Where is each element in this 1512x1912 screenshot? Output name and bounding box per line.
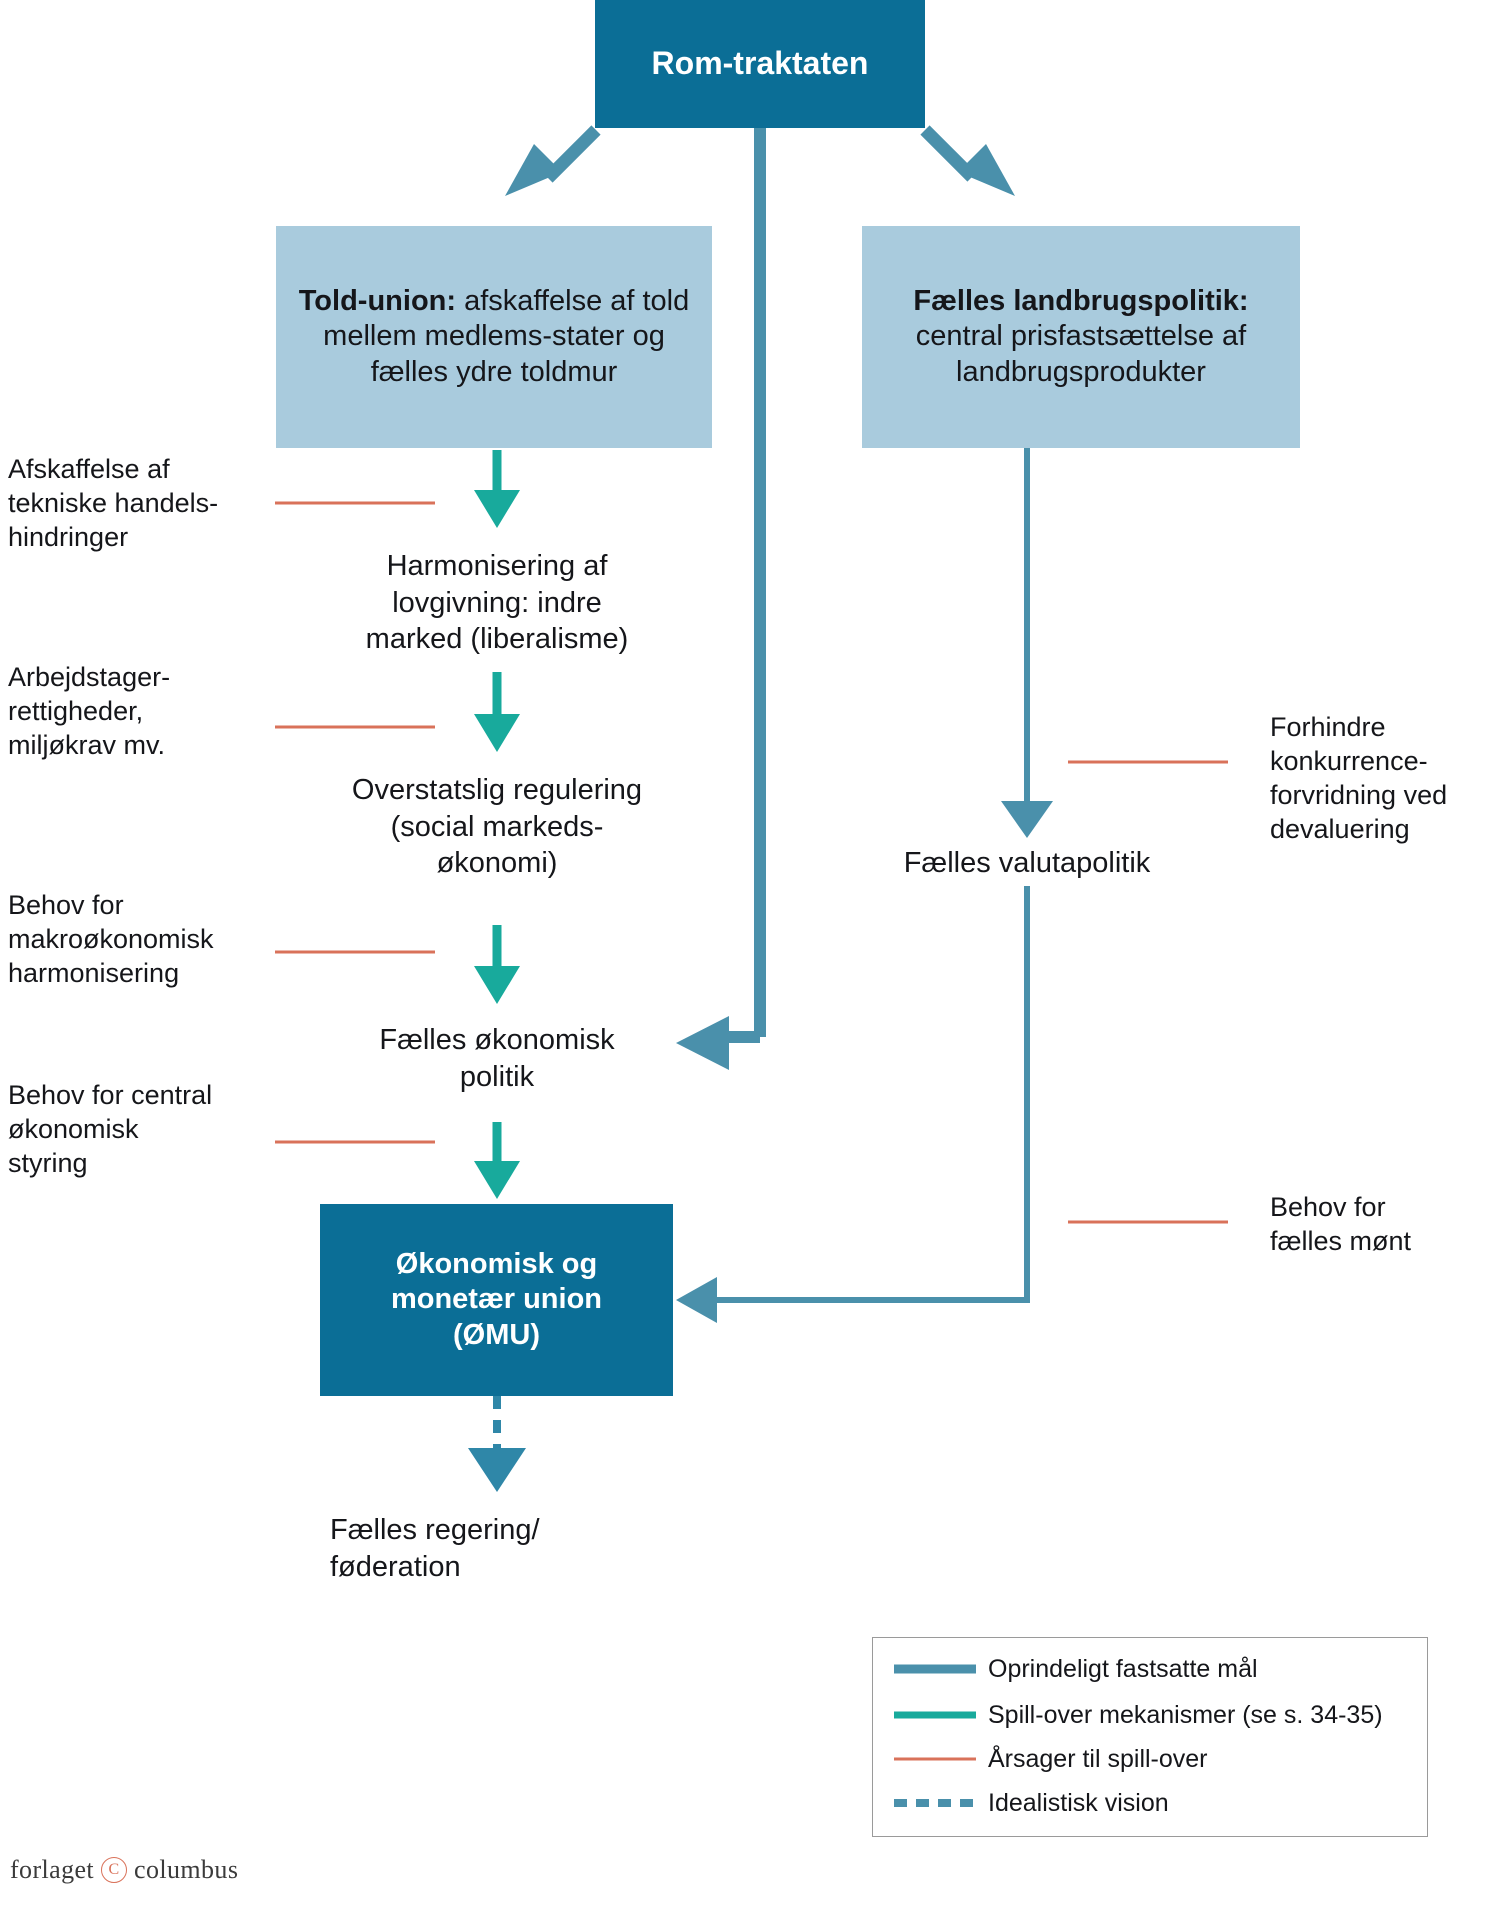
node-rom-traktaten-label: Rom-traktaten bbox=[651, 45, 869, 82]
node-oemu-label: Økonomisk og monetær union (ØMU) bbox=[390, 1247, 603, 1351]
cause-konkurrenceforvridning: Forhindre konkurrence- forvridning ved d… bbox=[1270, 712, 1448, 845]
legend-item-label: Årsager til spill-over bbox=[988, 1744, 1208, 1773]
cause-tekniske-handelshindringer: Afskaffelse af tekniske handels- hindrin… bbox=[8, 454, 219, 553]
legend-item-label: Oprindeligt fastsatte mål bbox=[988, 1654, 1258, 1683]
legend: Oprindeligt fastsatte mål Spill-over mek… bbox=[872, 1637, 1428, 1837]
node-faelles-valutapolitik: Fælles valutapolitik bbox=[903, 847, 1151, 879]
arrow-customs-union-to-harmonisering bbox=[474, 450, 520, 528]
dashed-blue-line-icon bbox=[894, 1786, 976, 1820]
legend-item-idealistisk-vision: Idealistisk vision bbox=[894, 1786, 1169, 1820]
node-faelles-landbrugspolitik-bold: Fælles landbrugspolitik: bbox=[913, 284, 1249, 317]
legend-item-oprindeligt-fastsatte-maal: Oprindeligt fastsatte mål bbox=[894, 1652, 1258, 1686]
node-told-union-bold: Told-union: bbox=[298, 284, 457, 317]
node-harmonisering: Harmonisering af lovgivning: indre marke… bbox=[365, 550, 629, 656]
legend-item-label: Idealistisk vision bbox=[988, 1788, 1169, 1817]
logo-text-post: columbus bbox=[134, 1855, 239, 1884]
node-faelles-landbrugspolitik-rest: central prisfastsættelse af landbrugspro… bbox=[915, 320, 1247, 388]
node-rom-traktaten[interactable]: Rom-traktaten bbox=[595, 0, 925, 128]
legend-item-label: Spill-over mekanismer (se s. 34-35) bbox=[988, 1700, 1383, 1729]
arrow-root-to-agriculture bbox=[920, 125, 1015, 196]
node-overstatslig-regulering: Overstatslig regulering (social markeds-… bbox=[351, 774, 643, 880]
legend-item-aarsager-til-spill-over: Årsager til spill-over bbox=[894, 1742, 1208, 1776]
cause-makrooekonomisk-harmonisering: Behov for makroøkonomisk harmonisering bbox=[8, 890, 214, 989]
arrow-oemu-to-federation bbox=[468, 1396, 526, 1492]
node-oemu[interactable]: Økonomisk og monetær union (ØMU) bbox=[320, 1204, 673, 1396]
solid-thick-blue-line-icon bbox=[894, 1652, 976, 1686]
node-told-union[interactable]: Told-union: afskaffelse af told mellem m… bbox=[276, 226, 712, 448]
cause-arbejdstagerrettigheder: Arbejdstager- rettigheder, miljøkrav mv. bbox=[8, 662, 171, 761]
cause-central-oekonomisk-styring: Behov for central økonomisk styring bbox=[8, 1080, 213, 1179]
copyright-c-icon: C bbox=[101, 1857, 128, 1883]
node-faelles-regering-foederation: Fælles regering/ føderation bbox=[330, 1514, 540, 1583]
legend-item-spill-over-mekanismer: Spill-over mekanismer (se s. 34-35) bbox=[894, 1698, 1383, 1732]
publisher-logo: forlaget C columbus bbox=[10, 1855, 238, 1885]
arrow-root-to-customs-union bbox=[505, 125, 601, 196]
arrow-harmonisering-to-overstatslig bbox=[474, 672, 520, 752]
node-faelles-landbrugspolitik-label: Fælles landbrugspolitik: central prisfas… bbox=[862, 284, 1300, 391]
node-faelles-oekonomisk-politik: Fælles økonomisk politik bbox=[379, 1024, 615, 1093]
node-told-union-label: Told-union: afskaffelse af told mellem m… bbox=[276, 284, 712, 391]
node-told-union-rest: afskaffelse af told mellem medlems-state… bbox=[323, 284, 690, 388]
solid-thick-teal-line-icon bbox=[894, 1698, 976, 1732]
logo-text-pre: forlaget bbox=[10, 1855, 95, 1884]
cause-faelles-moent: Behov for fælles mønt bbox=[1270, 1192, 1412, 1257]
arrow-agriculture-to-currency-policy bbox=[1001, 448, 1053, 838]
arrow-currency-policy-to-oemu bbox=[676, 886, 1030, 1323]
arrow-overstatslig-to-common-economic-policy bbox=[474, 925, 520, 1004]
arrow-common-economic-policy-to-oemu bbox=[474, 1122, 520, 1199]
solid-thin-red-line-icon bbox=[894, 1742, 976, 1776]
node-faelles-landbrugspolitik[interactable]: Fælles landbrugspolitik: central prisfas… bbox=[862, 226, 1300, 448]
